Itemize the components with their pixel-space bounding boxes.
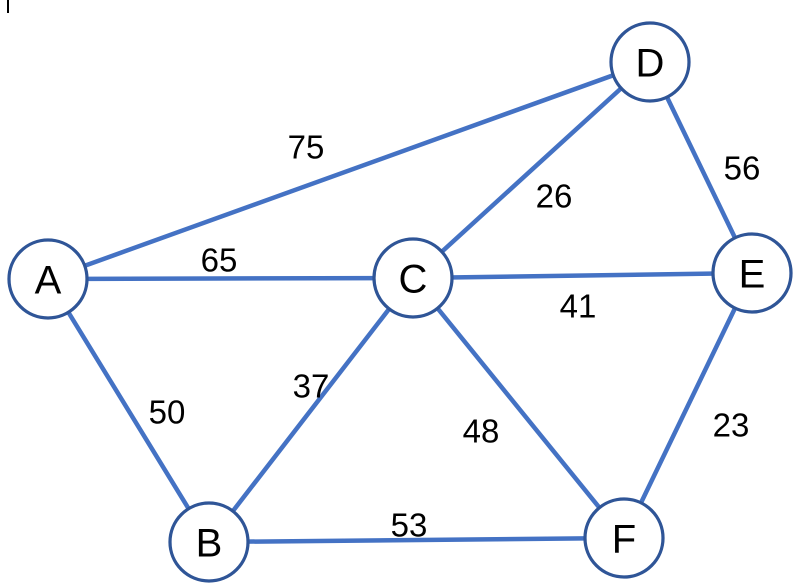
edge-B-C (206, 275, 416, 545)
nodes-layer: A B C D E F (7, 21, 793, 583)
edge-weight-C-D: 26 (536, 178, 573, 215)
edge-A-D (45, 59, 653, 282)
edge-C-E (410, 270, 755, 281)
edge-weight-A-D: 75 (288, 129, 325, 166)
edge-C-F (410, 275, 627, 541)
text-caret-artifact (7, 0, 9, 13)
edge-weight-C-F: 48 (463, 413, 500, 450)
node-A (7, 238, 89, 320)
node-F (583, 497, 665, 579)
edge-labels-layer: 75 65 50 37 53 26 41 48 56 23 (149, 129, 761, 544)
node-label-E: E (739, 252, 766, 296)
node-label-C: C (399, 257, 428, 301)
edge-weight-B-C: 37 (293, 368, 330, 405)
edges-layer (45, 59, 755, 545)
edge-weight-B-F: 53 (391, 507, 428, 544)
edge-weight-E-F: 23 (713, 407, 750, 444)
node-C (372, 237, 454, 319)
node-label-D: D (636, 41, 665, 85)
edge-A-C (45, 275, 416, 282)
node-label-B: B (196, 521, 223, 565)
edge-weight-C-E: 41 (560, 288, 597, 325)
edge-weight-A-B: 50 (149, 394, 186, 431)
edge-A-B (45, 276, 212, 545)
edge-weight-A-C: 65 (201, 242, 238, 279)
edge-E-F (621, 270, 755, 541)
edge-C-D (410, 59, 653, 281)
edge-weight-D-E: 56 (724, 150, 761, 187)
node-D (609, 21, 691, 103)
node-label-A: A (35, 258, 62, 302)
node-B (168, 501, 250, 583)
node-E (711, 232, 793, 314)
edge-B-F (206, 535, 627, 545)
node-label-F: F (612, 517, 636, 561)
